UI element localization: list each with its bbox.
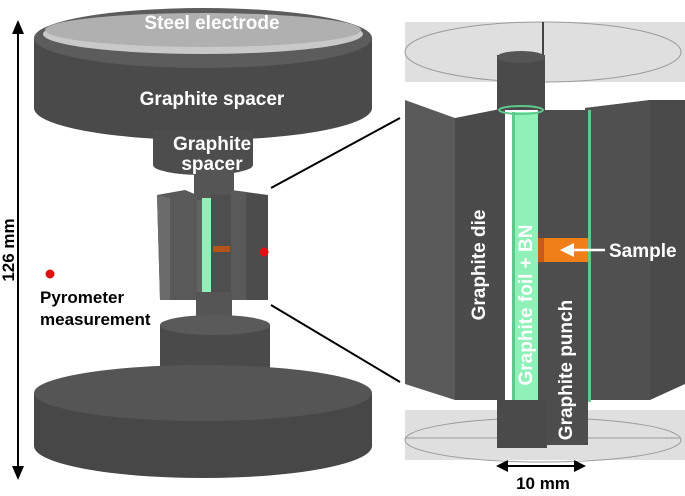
graphite-spacer-mid-label-1: Graphite: [173, 134, 251, 155]
zoom-line-bottom: [270, 304, 401, 383]
steel-electrode-label: Steel electrode: [144, 13, 279, 34]
graphite-spacer-mid-label-2: spacer: [181, 154, 243, 175]
inner-punch: [211, 195, 231, 295]
sample-left-view: [213, 246, 230, 252]
graphite-punch-label: Graphite punch: [556, 300, 577, 440]
zoom-line-top: [270, 117, 401, 189]
graphite-spacer-neck: [153, 130, 253, 175]
steel-electrode-top: [34, 8, 372, 140]
steel-electrode-bottom: [34, 365, 372, 478]
zoom-panel: [404, 21, 685, 463]
foil-strip-left: [202, 198, 211, 294]
width-dimension-arrow: [496, 460, 586, 472]
width-dimension-label: 10 mm: [516, 474, 570, 493]
pyrometer-marker: [45, 269, 55, 279]
pyrometer-label: Pyrometer: [40, 288, 124, 307]
die-left-block: [157, 190, 209, 300]
height-dimension-label: 126 mm: [0, 218, 18, 281]
graphite-foil-bn-label: Graphite foil + BN: [516, 225, 537, 386]
graphite-die-label: Graphite die: [469, 210, 490, 321]
sample-arrow: [560, 243, 605, 257]
height-dimension-arrow: [12, 20, 24, 480]
graphite-spacer-top-label: Graphite spacer: [140, 89, 285, 110]
pyrometer-spot-die: [259, 247, 269, 257]
die-right-block: [231, 190, 268, 300]
pyrometer-label-2: measurement: [40, 310, 151, 329]
sample-label: Sample: [609, 241, 677, 262]
